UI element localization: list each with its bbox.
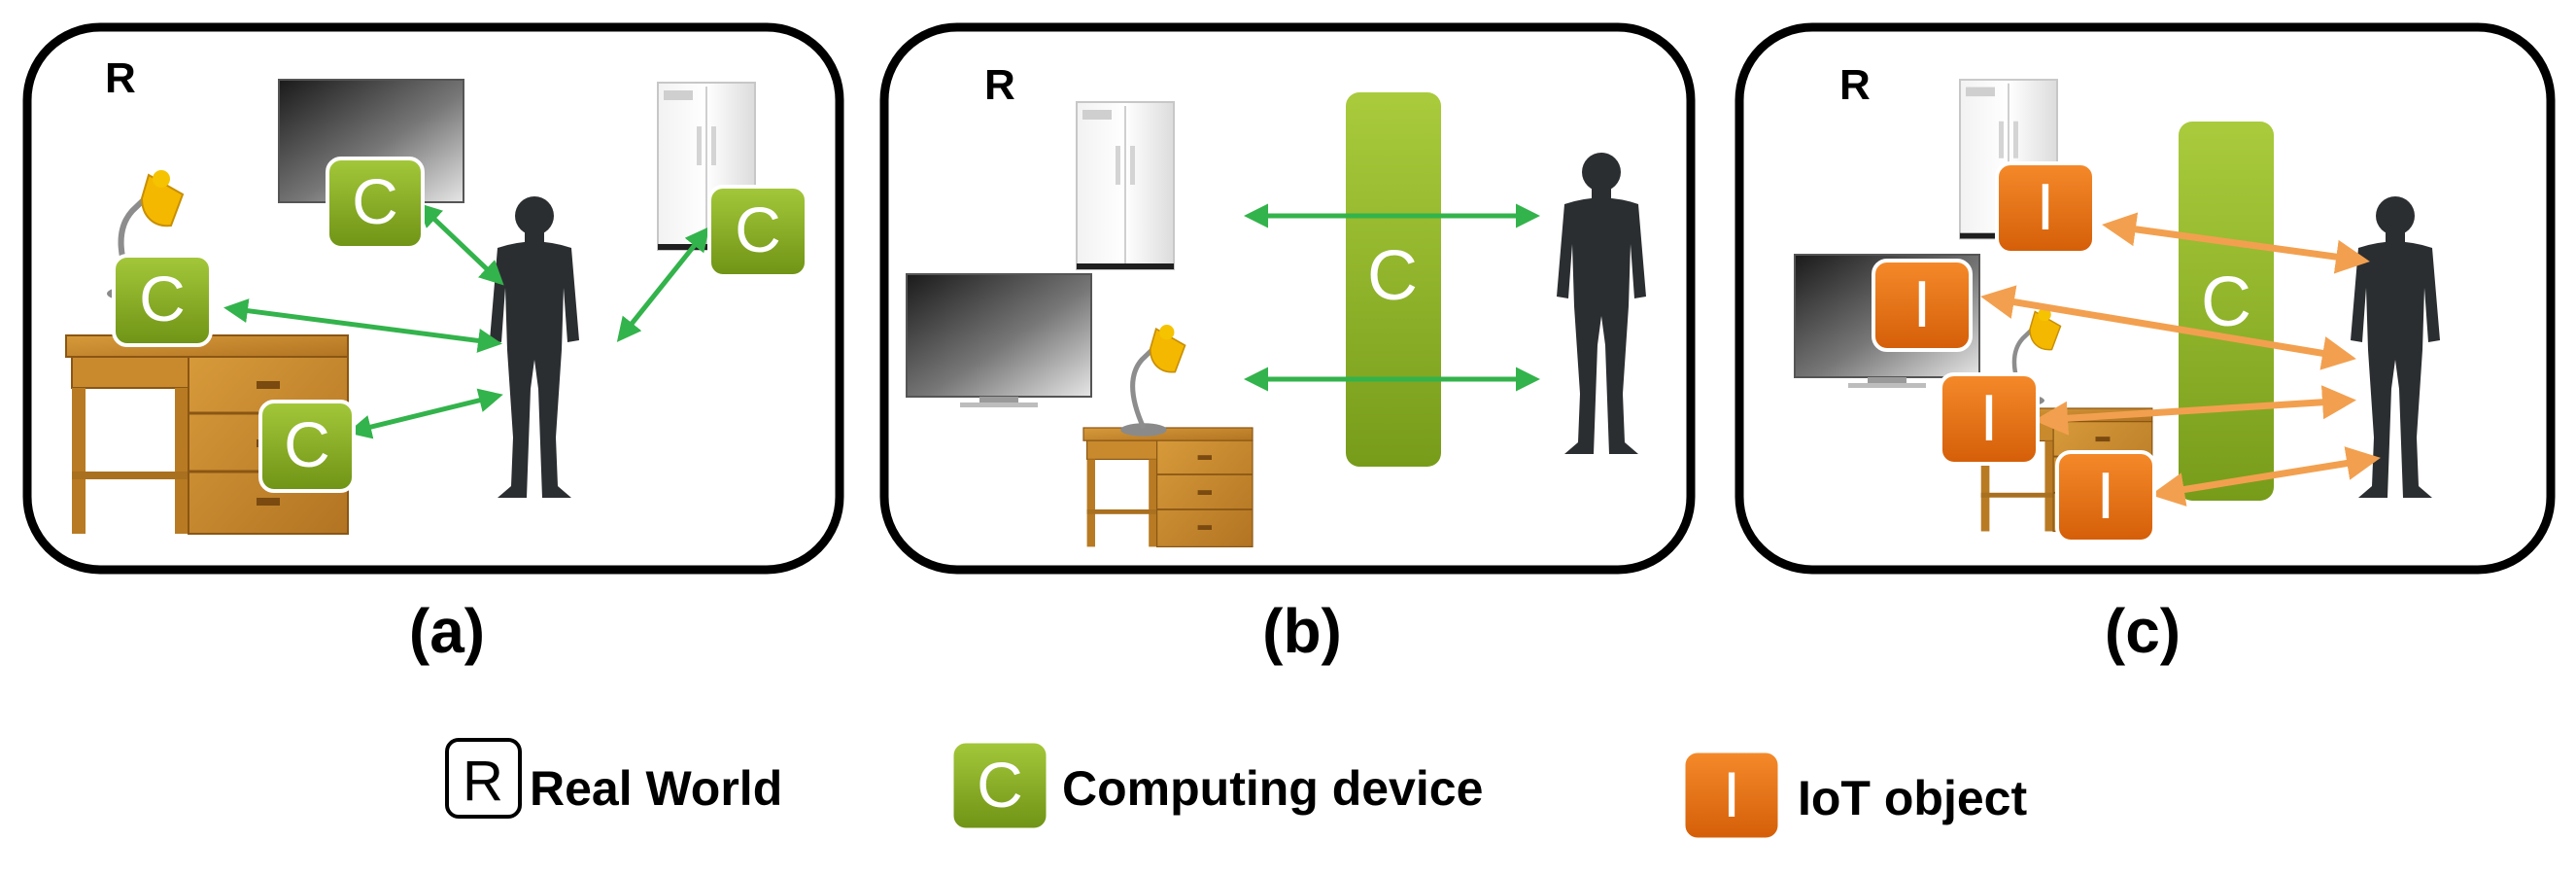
computing-pillar-letter: C: [2201, 263, 2251, 341]
arrow: [2034, 385, 2356, 436]
panel-b-region-letter: R: [984, 61, 1015, 109]
panel-c-caption: (c): [2104, 596, 2181, 666]
arrow: [223, 298, 502, 353]
legend-real-world-symbol: R: [445, 738, 522, 819]
svg-text:C: C: [352, 165, 398, 237]
panel-b-caption: (b): [1262, 596, 1342, 666]
panel-c: R C I I I I: [1735, 22, 2556, 575]
svg-text:I: I: [2037, 170, 2055, 244]
svg-text:I: I: [1723, 758, 1740, 830]
computing-badge: C: [707, 185, 808, 278]
svg-text:C: C: [139, 262, 186, 334]
svg-text:I: I: [1913, 267, 1932, 341]
arrow: [616, 227, 710, 342]
legend: R C I: [445, 738, 1781, 841]
computing-pillar-letter: C: [1367, 237, 1418, 315]
panel-a-caption: (a): [408, 596, 486, 666]
arrow: [2102, 212, 2370, 274]
arrow: [2150, 446, 2381, 507]
svg-text:R: R: [463, 750, 503, 813]
arrow: [417, 202, 504, 286]
panel-b: R C: [879, 22, 1696, 575]
legend-computing-symbol: C: [950, 740, 1049, 831]
legend-real-world-label: Real World: [530, 761, 783, 816]
arrow: [347, 388, 503, 439]
legend-computing-label: Computing device: [1062, 761, 1484, 816]
panel-c-region-letter: R: [1839, 61, 1871, 109]
fridge-image: [1076, 101, 1175, 270]
tv-image: [906, 273, 1092, 408]
svg-text:C: C: [284, 408, 330, 480]
svg-text:C: C: [735, 193, 781, 265]
panel-a: R C C C C: [22, 22, 844, 575]
iot-badge: I: [1939, 372, 2040, 466]
legend-iot-label: IoT object: [1798, 771, 2028, 825]
iot-badge: I: [1995, 161, 2096, 255]
computing-badge: C: [258, 400, 356, 493]
svg-text:C: C: [977, 749, 1023, 821]
panel-a-region-letter: R: [105, 54, 136, 102]
svg-text:I: I: [2097, 459, 2115, 533]
legend-iot-symbol: I: [1682, 750, 1781, 841]
iot-badge: I: [1872, 259, 1973, 352]
iot-badge: I: [2055, 450, 2156, 543]
computing-badge: C: [326, 157, 425, 250]
arrow: [1980, 285, 2356, 370]
computing-badge: C: [112, 254, 213, 347]
svg-text:I: I: [1980, 381, 1999, 455]
